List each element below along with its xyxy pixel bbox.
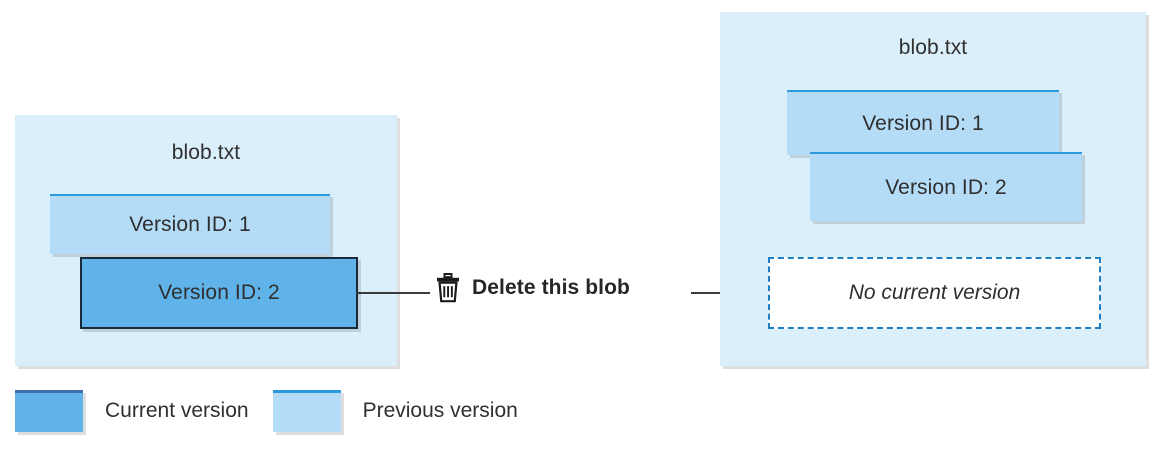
legend-item-previous-version: Previous version xyxy=(272,390,518,432)
connector-line-left xyxy=(356,292,430,294)
legend-label-current-version: Current version xyxy=(105,399,249,422)
version-card-after-1: Version ID: 1 xyxy=(787,90,1059,155)
no-current-version-label: No current version xyxy=(848,281,1021,304)
legend-item-current-version: Current version xyxy=(15,390,249,432)
legend-swatch-current-version xyxy=(15,390,83,432)
version-card-before-2-label: Version ID: 2 xyxy=(158,281,280,304)
version-card-after-1-label: Version ID: 1 xyxy=(862,111,984,135)
delete-blob-action: Delete this blob xyxy=(434,272,630,304)
version-card-after-2-label: Version ID: 2 xyxy=(885,175,1007,199)
blob-name-before: blob.txt xyxy=(171,141,241,164)
trash-icon xyxy=(437,273,459,303)
no-current-version-box: No current version xyxy=(768,257,1101,329)
version-card-before-2: Version ID: 2 xyxy=(80,257,358,329)
legend-swatch-previous-version xyxy=(272,390,341,432)
legend: Current version Previous version xyxy=(15,390,518,432)
version-card-after-2: Version ID: 2 xyxy=(810,152,1082,221)
delete-blob-label: Delete this blob xyxy=(472,276,630,299)
version-card-before-1-label: Version ID: 1 xyxy=(129,213,251,236)
legend-label-previous-version: Previous version xyxy=(362,399,518,422)
blob-name-after: blob.txt xyxy=(898,36,968,59)
version-card-before-1: Version ID: 1 xyxy=(50,194,330,254)
